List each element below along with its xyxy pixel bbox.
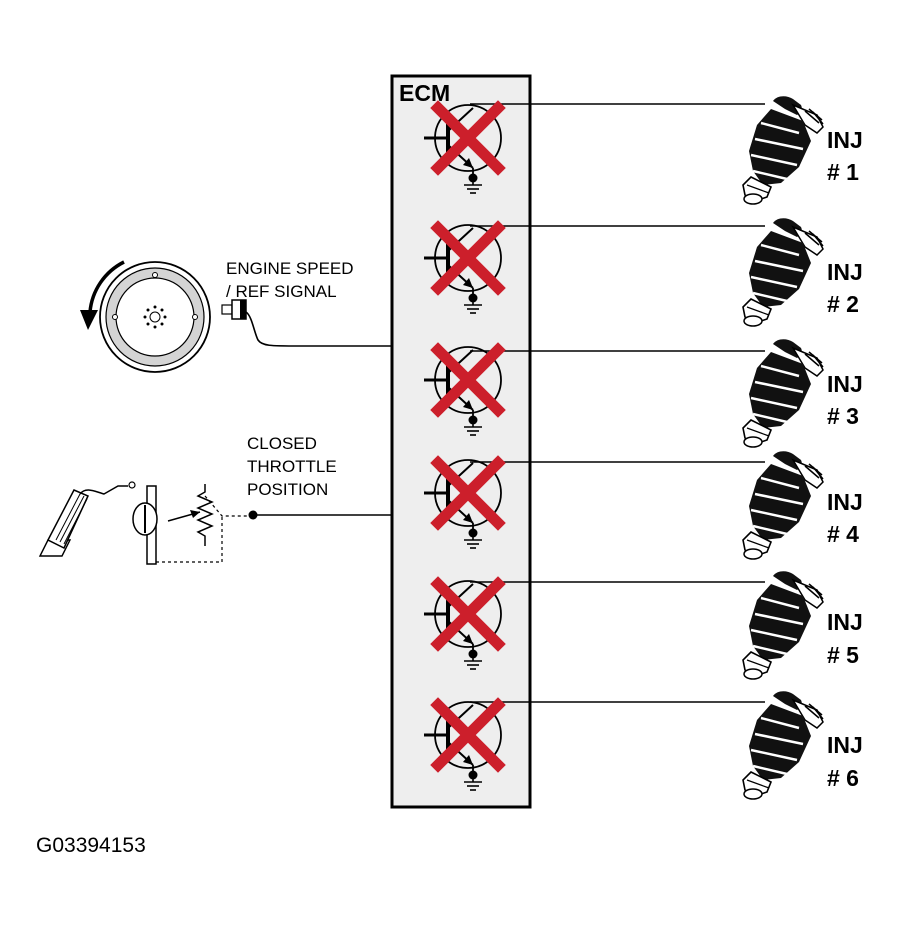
flywheel-icon [99, 261, 211, 373]
accelerator-pedal-icon [38, 481, 136, 557]
ecm-label: ECM [399, 80, 450, 106]
injector-6-icon [741, 689, 825, 801]
injector-2-icon [741, 216, 825, 328]
rotation-arrowhead-icon [80, 310, 98, 330]
throttle-label-line1: CLOSED [247, 434, 317, 453]
injector-1-icon [741, 94, 825, 206]
injector-5-number: # 5 [827, 642, 859, 668]
crank-sensor-icon [221, 299, 247, 320]
driver-row-5 [424, 581, 765, 669]
throttle-label-line2: THROTTLE [247, 457, 337, 476]
driver-row-3 [424, 347, 765, 435]
potentiometer-icon [156, 484, 252, 563]
injector-4-icon [741, 449, 825, 561]
injector-6-number: # 6 [827, 765, 859, 791]
throttle-label-line3: POSITION [247, 480, 328, 499]
injector-2-number: # 2 [827, 291, 859, 317]
throttle-body-icon [132, 485, 158, 565]
injector-6-name: INJ [827, 732, 863, 758]
ecm-box [390, 74, 532, 809]
injector-2-name: INJ [827, 259, 863, 285]
driver-row-1 [424, 104, 765, 193]
injector-3-icon [741, 337, 825, 449]
engine-speed-wire [245, 311, 392, 347]
driver-row-4 [424, 460, 765, 548]
rotation-arrow-icon [88, 260, 125, 313]
engine-speed-label-line2: / REF SIGNAL [226, 282, 337, 301]
injector-1-name: INJ [827, 127, 863, 153]
driver-row-6 [424, 702, 765, 790]
driver-row-2 [424, 225, 765, 313]
injector-1-number: # 1 [827, 159, 859, 185]
injector-4-name: INJ [827, 489, 863, 515]
engine-speed-label-line1: ENGINE SPEED [226, 259, 354, 278]
injector-3-number: # 3 [827, 403, 859, 429]
figure-id: G03394153 [36, 834, 146, 857]
injector-3-name: INJ [827, 371, 863, 397]
injector-4-number: # 4 [827, 521, 859, 547]
injector-5-icon [741, 569, 825, 681]
injector-5-name: INJ [827, 609, 863, 635]
